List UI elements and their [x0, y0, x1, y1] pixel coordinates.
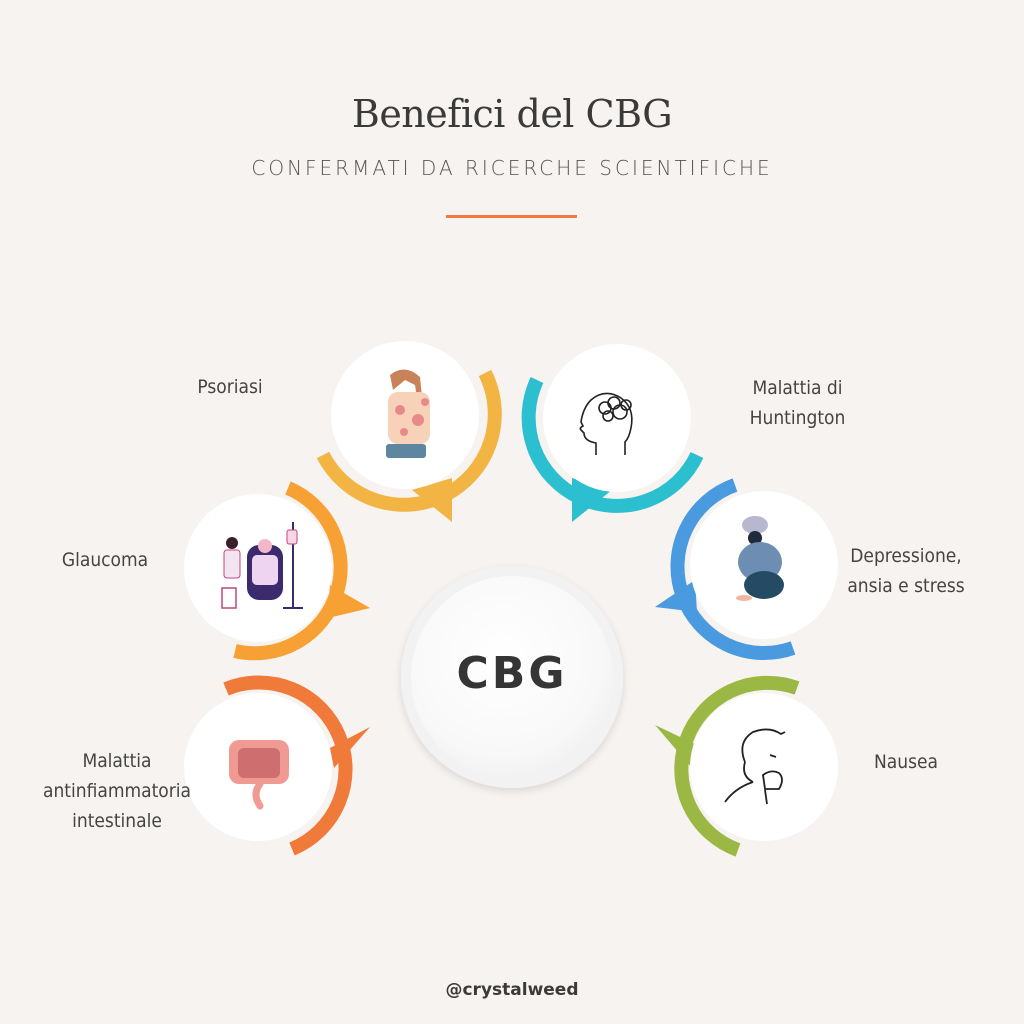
tail-psoriasi — [412, 478, 452, 522]
bubble-psoriasi — [316, 341, 502, 522]
label-huntington: Malattia di Huntington — [749, 377, 846, 429]
label-intestinale: Malattia antinfiammatoria intestinale — [42, 750, 192, 832]
intestine-icon — [229, 740, 289, 810]
cbg-center-circle — [401, 566, 623, 788]
label-depressione: Depressione, ansia e stress — [847, 545, 965, 597]
tail-depressione — [655, 580, 697, 612]
cbg-center-label: CBG — [456, 648, 568, 699]
bubble-nausea — [655, 675, 838, 857]
tail-intestinale — [330, 727, 370, 768]
tail-nausea — [655, 725, 697, 768]
page-subtitle: CONFERMATI DA RICERCHE SCIENTIFICHE — [251, 156, 773, 180]
page-title: Benefici del CBG — [351, 92, 673, 136]
bubble-depressione — [655, 478, 838, 660]
tail-glaucoma — [328, 585, 370, 618]
bubble-intestinale — [184, 675, 370, 856]
arc-intestinale — [223, 675, 353, 856]
arc-nausea — [674, 675, 800, 857]
label-glaucoma: Glaucoma — [61, 549, 149, 571]
bubble-glaucoma — [184, 481, 370, 661]
footer-handle: @crystalweed — [445, 980, 579, 1000]
label-nausea: Nausea — [874, 751, 938, 773]
woman-back-skin-rash-icon — [386, 369, 430, 458]
head-tangled-brain-icon — [579, 392, 633, 455]
sad-person-cloud-icon — [736, 516, 784, 601]
nauseous-man-icon — [724, 728, 786, 805]
doctor-patient-iv-icon — [221, 522, 303, 609]
label-psoriasi: Psoriasi — [197, 376, 263, 398]
title-divider — [446, 215, 577, 218]
bubble-huntington — [521, 344, 704, 522]
